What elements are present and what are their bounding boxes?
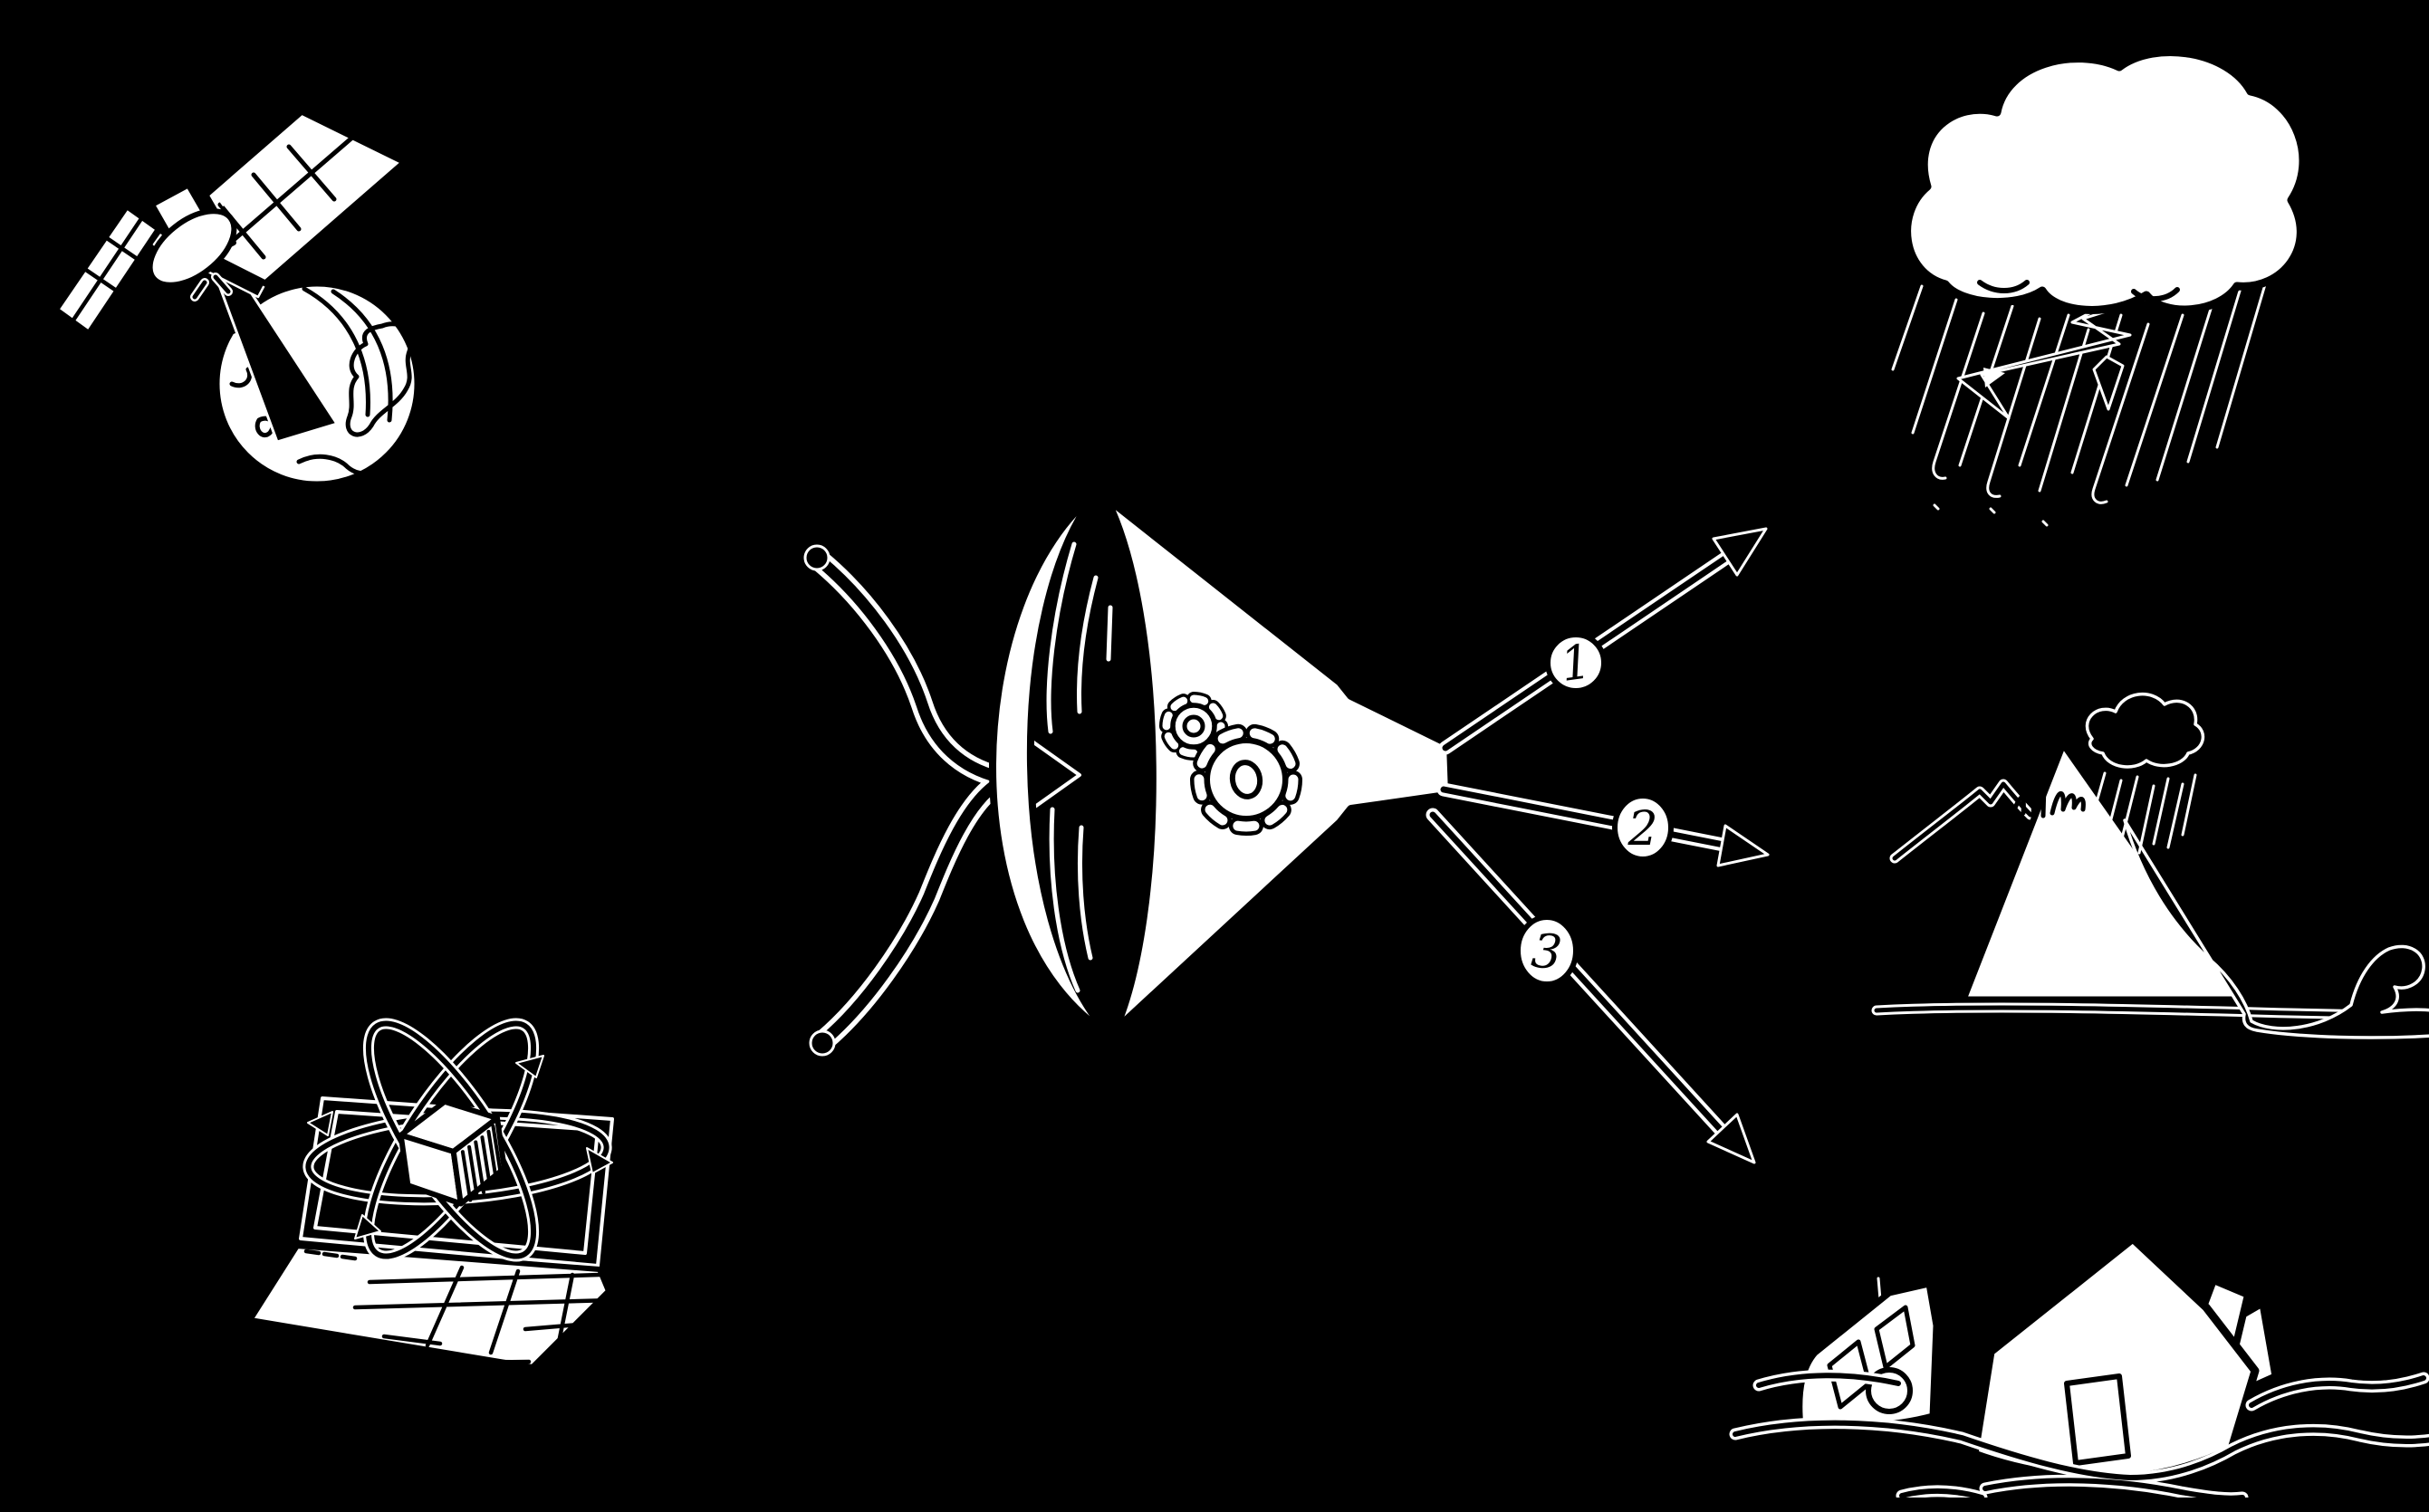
data-streams	[820, 560, 1000, 1040]
gear-large-hole	[1229, 760, 1263, 799]
stream-dot-top	[803, 544, 830, 571]
output-arrows: 1 2 3	[1433, 527, 1770, 1164]
stream-dot-bottom	[809, 1029, 836, 1057]
badge-3-circle	[1515, 914, 1579, 987]
storm-cloud-accent-arcs	[1977, 280, 2180, 301]
gear-small-teeth	[1162, 694, 1225, 758]
landslide-flow-wave	[2123, 818, 2429, 1039]
gear-large-icon	[1190, 723, 1302, 836]
gear-small-icon	[1159, 692, 1228, 761]
hazard-data-pipeline-diagram: 1 2 3	[36, 14, 2429, 1498]
gear-large-teeth	[1194, 727, 1299, 832]
house-window	[2064, 1373, 2131, 1466]
output-arrowheads	[1706, 527, 1770, 1164]
badge-1-circle	[1545, 632, 1607, 694]
mountain-landslide-icon	[1877, 692, 2429, 1039]
badge-2-circle	[1612, 793, 1674, 862]
mountain-rain-cloud	[2085, 692, 2205, 769]
submerged-car-body	[1796, 1280, 1940, 1431]
badge-1-label: 1	[1558, 635, 1595, 693]
laptop-data-cube-icon	[247, 1018, 615, 1370]
badge-3-label: 3	[1529, 923, 1564, 981]
solar-panel-lower-grid	[70, 215, 145, 324]
orbit-arrowheads	[307, 1055, 613, 1239]
cube-hatch	[460, 1124, 504, 1202]
gear-small-hole	[1182, 714, 1205, 738]
funnel-mouth-depth-lines	[1046, 541, 1113, 993]
lightning-prong	[2092, 355, 2125, 411]
snow-line-squiggle	[1973, 782, 2086, 852]
funnel-gears-icon	[989, 488, 1457, 1039]
satellite-dish	[147, 208, 237, 288]
mountain-rain-lines	[2087, 771, 2197, 855]
storm-cloud-lightning-rain-icon	[1891, 48, 2308, 527]
laptop-keyboard-grid	[260, 1249, 615, 1364]
storm-cloud-body	[1903, 48, 2308, 314]
satellite-earth-icon	[53, 108, 419, 486]
satellite-strut	[214, 185, 239, 206]
diagram-canvas: 1 2 3	[53, 48, 2429, 1498]
data-cube-icon	[398, 1098, 507, 1207]
solar-panel-upper-grid	[211, 134, 356, 260]
flooded-house-car-icon	[1735, 1234, 2429, 1498]
badge-2-label: 2	[1627, 802, 1657, 856]
